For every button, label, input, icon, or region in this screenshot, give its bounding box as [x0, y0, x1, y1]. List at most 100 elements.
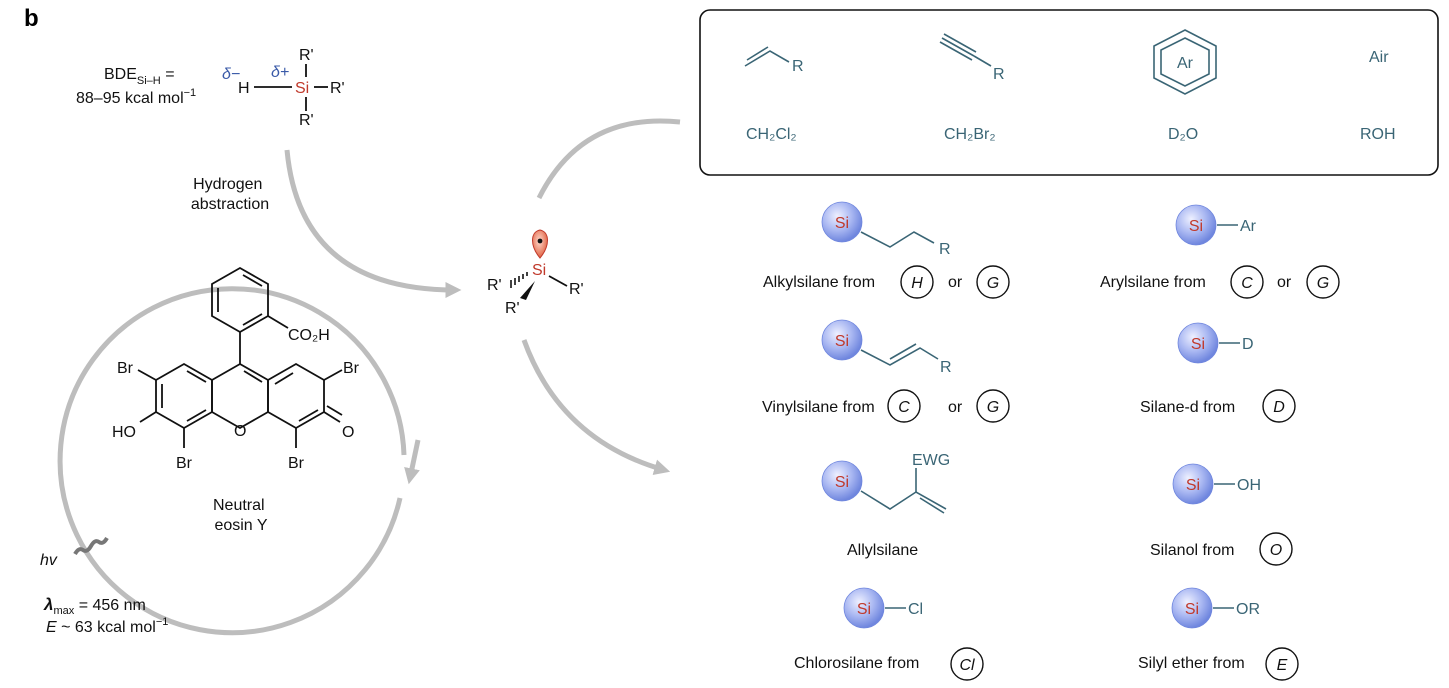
hydrogen-abstraction-arrow — [284, 149, 462, 298]
svg-text:E ~ 63 kcal mol−1: E ~ 63 kcal mol−1 — [46, 616, 168, 636]
silicon-label: Si — [857, 601, 871, 618]
eosin-br-bottom-right: Br — [288, 455, 305, 472]
trap-air: Air — [1369, 49, 1389, 66]
product-arrow — [521, 339, 671, 476]
eosin-br-top-right: Br — [343, 360, 360, 377]
catalytic-cycle-arrowhead — [404, 439, 421, 485]
hydrogen-abstraction-line1: Hydrogen — [193, 176, 262, 193]
silicon-label: Si — [1186, 477, 1200, 494]
trap-d2o: D₂O — [1168, 126, 1198, 143]
silicon-sphere — [843, 587, 885, 629]
or-connector: or — [948, 274, 963, 291]
condition-key-letter: D — [1273, 399, 1285, 416]
radical-dot — [537, 238, 543, 244]
silicon-sphere — [1171, 587, 1213, 629]
eosin-y-structure: CO₂H Br Br HO O O Br Br Neutral eosin Y — [112, 266, 360, 534]
product-label: Alkylsilane from — [763, 274, 875, 291]
trap-alkene-r: R — [792, 58, 804, 75]
product-label: Vinylsilane from — [762, 399, 875, 416]
condition-key-circle — [1230, 265, 1264, 299]
condition-key-circle — [1265, 647, 1299, 681]
bde-prefix: BDE — [104, 66, 137, 83]
bde-subscript: Si–H — [137, 75, 161, 87]
condition-key-letter: C — [1241, 275, 1253, 292]
condition-key-letter: G — [1317, 275, 1329, 292]
trap-arene: Ar — [1153, 29, 1217, 95]
radical-r-left: R' — [487, 277, 502, 294]
silicon-label: Si — [835, 215, 849, 232]
condition-key-letter: C — [898, 399, 910, 416]
product-label: Silanol from — [1150, 542, 1234, 559]
trap-roh: ROH — [1360, 126, 1396, 143]
trap-arene-label: Ar — [1177, 55, 1194, 72]
energy-symbol: E — [46, 619, 57, 636]
product-substituent: OR — [1236, 601, 1260, 618]
product-label: Allylsilane — [847, 542, 918, 559]
delta-minus: δ− — [222, 66, 240, 83]
silane-h: H — [238, 80, 250, 97]
panel-label: b — [24, 5, 39, 32]
silicon-label: Si — [1185, 601, 1199, 618]
silane-si: Si — [295, 80, 309, 97]
condition-key-letter: O — [1270, 542, 1282, 559]
light-squiggle — [73, 536, 109, 556]
eosin-o-ring: O — [234, 423, 246, 440]
condition-key-circle — [1262, 389, 1296, 423]
silane-r-right: R' — [330, 80, 345, 97]
lambda-symbol: λ — [43, 595, 53, 614]
silicon-label: Si — [835, 474, 849, 491]
condition-key-letter: Cl — [959, 657, 975, 674]
silicon-sphere — [821, 201, 863, 243]
silicon-sphere — [1172, 463, 1214, 505]
radical-r-right: R' — [569, 281, 584, 298]
condition-key-circle — [900, 265, 934, 299]
product-label: Arylsilane from — [1100, 274, 1206, 291]
product-substituent: Cl — [908, 601, 923, 618]
product-label: Silyl ether from — [1138, 655, 1245, 672]
product-substituent: EWG — [912, 452, 950, 469]
radical-trap-box — [699, 9, 1439, 176]
silicon-sphere — [821, 319, 863, 361]
condition-key-circle — [950, 647, 984, 681]
light-properties: λmax = 456 nm E ~ 63 kcal mol−1 — [43, 595, 168, 636]
condition-key-letter: G — [987, 275, 999, 292]
eosin-o-keto: O — [342, 424, 354, 441]
lambda-value: = 456 nm — [74, 597, 146, 614]
hv-label: hv — [40, 552, 58, 569]
trap-alkyne-r: R — [993, 66, 1005, 83]
silicon-label: Si — [1189, 218, 1203, 235]
silane-structure: δ− δ+ H Si R' R' R' — [222, 47, 345, 129]
condition-key-circle — [976, 389, 1010, 423]
trap-alkene: R — [744, 46, 804, 75]
svg-text:λmax = 456 nm: λmax = 456 nm — [43, 595, 146, 617]
or-connector: or — [1277, 274, 1292, 291]
eosin-name-line2: eosin Y — [214, 517, 267, 534]
silicon-label: Si — [835, 333, 849, 350]
product-label: Chlorosilane from — [794, 655, 919, 672]
silicon-sphere — [1177, 322, 1219, 364]
eosin-co2h: CO₂H — [288, 327, 330, 344]
silicon-label: Si — [1191, 336, 1205, 353]
catalytic-cycle-circle — [57, 286, 407, 636]
eosin-ho: HO — [112, 424, 136, 441]
bde-equals: = — [161, 66, 175, 83]
condition-key-letter: E — [1277, 657, 1288, 674]
bde-label: BDESi–H = 88–95 kcal mol−1 — [76, 66, 196, 107]
lambda-subscript: max — [53, 605, 74, 617]
trap-ch2cl2: CH₂Cl₂ — [746, 126, 797, 143]
eosin-br-bottom-left: Br — [176, 455, 193, 472]
condition-key-letter: G — [987, 399, 999, 416]
product-label: Silane-d from — [1140, 399, 1235, 416]
trap-ch2br2: CH₂Br₂ — [944, 126, 996, 143]
radical-r-bottom: R' — [505, 300, 520, 317]
hydrogen-abstraction-label: Hydrogen abstraction — [191, 176, 269, 213]
energy-value: ~ 63 kcal mol — [57, 619, 156, 636]
silicon-sphere — [1175, 204, 1217, 246]
